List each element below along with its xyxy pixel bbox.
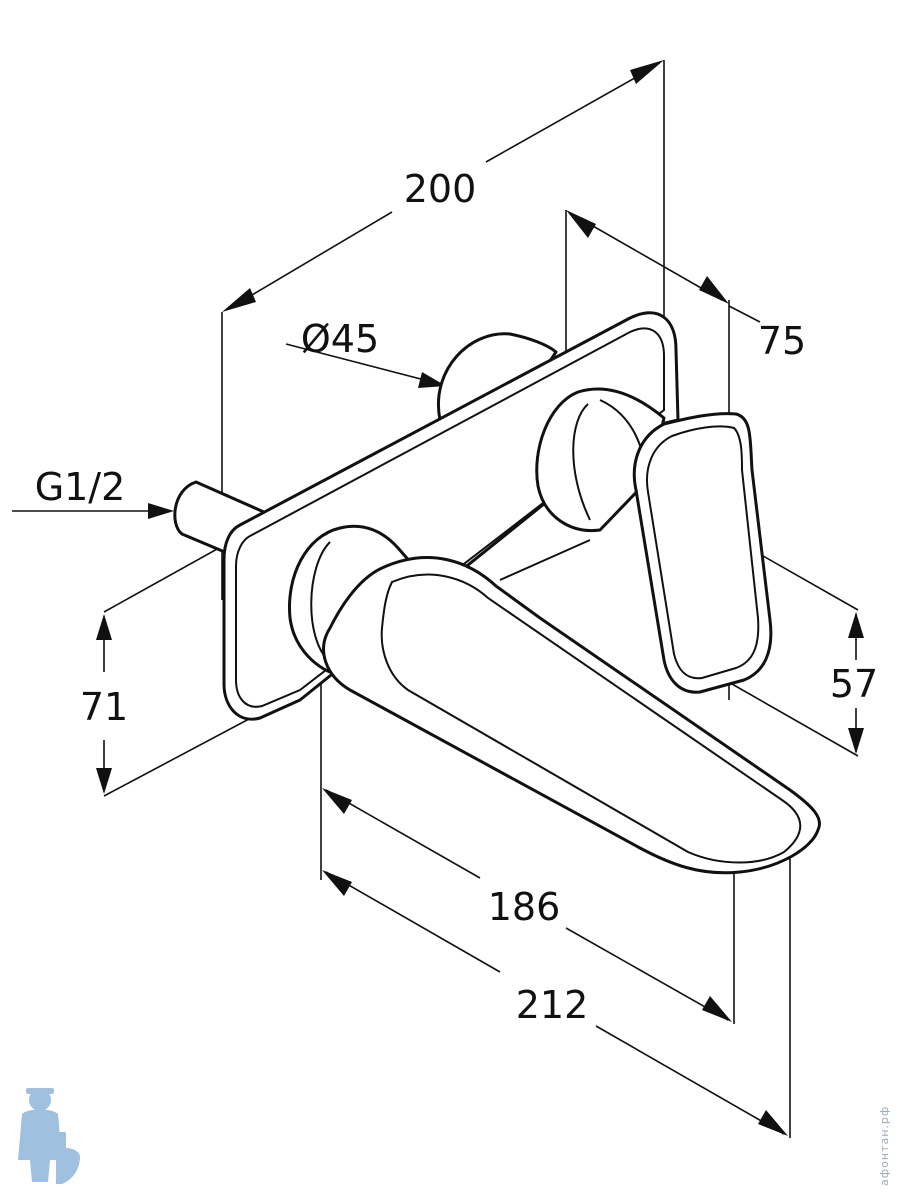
dim-overall-width: 200 (404, 167, 477, 211)
back-cylinder (437, 332, 558, 427)
dim-height-left: 71 (80, 685, 128, 729)
dim-thread: G1/2 (35, 465, 126, 509)
dim-spout-length: 186 (488, 885, 561, 929)
dim-height-right: 57 (830, 662, 878, 706)
spout-body (322, 556, 821, 875)
dimension-labels: 200 Ø45 75 G1/2 71 57 186 212 (35, 167, 878, 1027)
watermark-text: афонтан.рф (878, 1106, 891, 1186)
faucet-drawing (173, 311, 821, 875)
dim-handle-depth: 75 (758, 319, 806, 363)
dim-total-projection: 212 (516, 983, 589, 1027)
dim-diameter: Ø45 (301, 317, 379, 361)
plumber-mascot-icon (18, 1088, 80, 1184)
handle-cartridge (535, 387, 666, 533)
